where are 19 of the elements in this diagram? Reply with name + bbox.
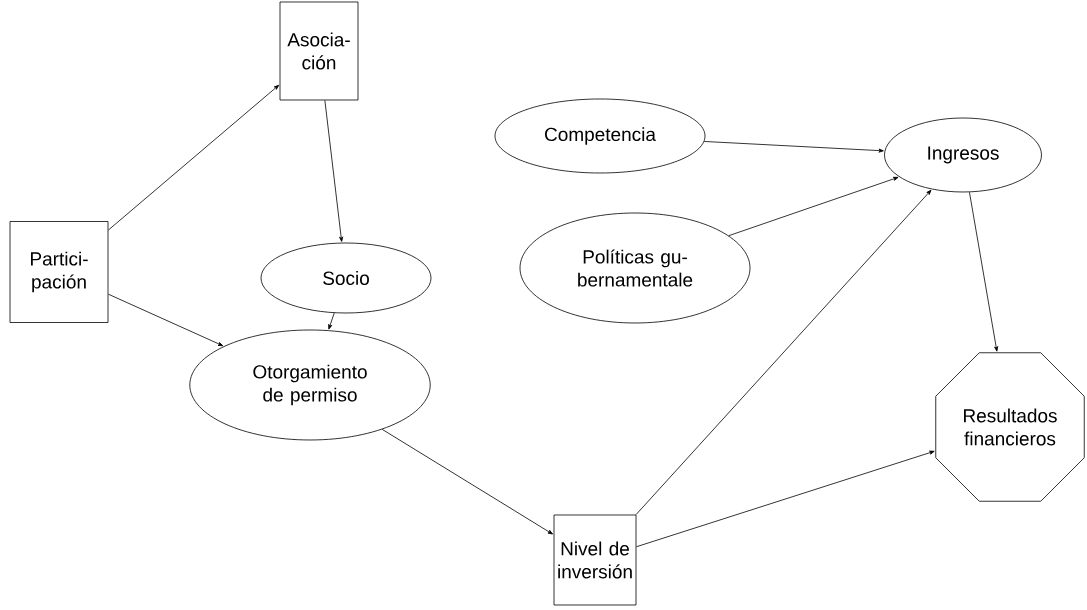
ellipse-node: Ingresos — [884, 117, 1042, 193]
ellipse-node: Políticas gu- bernamentale — [519, 212, 751, 324]
arrow — [328, 312, 335, 330]
arrow — [703, 141, 884, 153]
arrow — [381, 428, 553, 535]
arrow — [728, 176, 899, 237]
process-box: Partici- pación — [9, 221, 109, 323]
ellipse-node: Otorgamiento de permiso — [189, 329, 431, 441]
process-box: Nivel de inversión — [553, 514, 637, 606]
arrow — [969, 191, 999, 352]
process-box: Asocia- ción — [279, 1, 359, 101]
ellipse-node: Competencia — [494, 98, 706, 174]
arrow — [635, 189, 932, 515]
octagon-node: Resultados financieros — [935, 352, 1085, 502]
arrow — [636, 450, 935, 548]
arrow — [108, 84, 280, 231]
ellipse-node: Socio — [260, 242, 432, 314]
arrow — [324, 100, 344, 242]
arrow — [108, 293, 224, 347]
